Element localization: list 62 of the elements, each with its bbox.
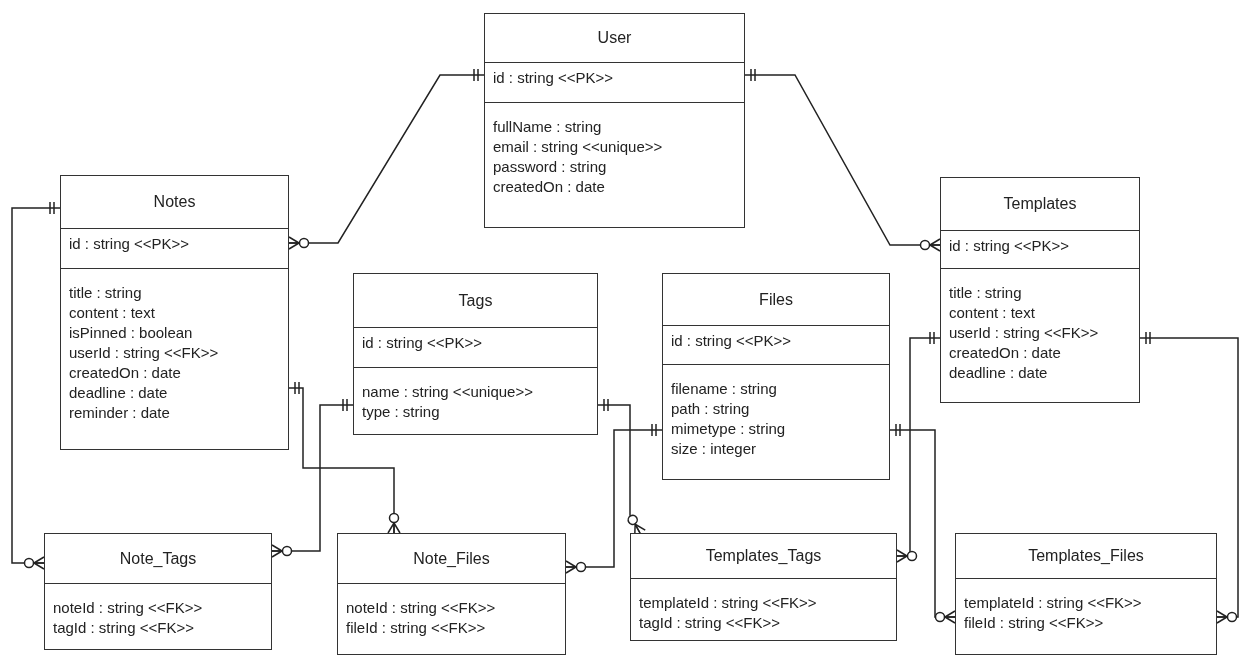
attribute-text: createdOn : date (493, 177, 605, 197)
entity-name: User (597, 29, 632, 47)
attribute-text: deadline : date (949, 363, 1048, 383)
attribute-text: password : string (493, 157, 607, 177)
relationship-line (11, 202, 61, 570)
primary-key-attribute: id : string <<PK>> (671, 332, 792, 349)
attribute-text: reminder : date (69, 403, 170, 423)
attribute-text: noteId : string <<FK>> (346, 598, 496, 618)
attribute-text: tagId : string <<FK>> (53, 618, 194, 638)
attribute-text: deadline : date (69, 383, 168, 403)
attribute-text: templateId : string <<FK>> (964, 593, 1142, 613)
entity-table (940, 177, 1140, 403)
entity-name: Note_Files (413, 549, 490, 568)
attribute-text: createdOn : date (949, 343, 1061, 363)
primary-key-attribute: id : string <<PK>> (362, 334, 483, 351)
attribute-text: name : string <<unique>> (362, 382, 533, 402)
relationship-line (896, 332, 941, 563)
attribute-text: userId : string <<FK>> (69, 343, 219, 363)
entity-name: Tags (458, 291, 493, 310)
entity-table (662, 273, 890, 480)
entity-table (337, 533, 566, 655)
attribute-text: content : text (949, 303, 1035, 323)
attribute-text: fileId : string <<FK>> (964, 613, 1104, 633)
attribute-text: createdOn : date (69, 363, 181, 383)
entity-table (484, 13, 745, 228)
relationship-line (744, 69, 941, 252)
entity-table (955, 533, 1217, 655)
attribute-text: fullName : string (493, 117, 602, 137)
attribute-text: filename : string (671, 379, 777, 399)
relationship-line (271, 399, 354, 558)
attribute-text: isPinned : boolean (69, 323, 193, 343)
attribute-text: fileId : string <<FK>> (346, 618, 486, 638)
relationship-line (889, 424, 956, 624)
relationship-line (288, 69, 485, 250)
attribute-text: path : string (671, 399, 750, 419)
attribute-text: title : string (949, 283, 1022, 303)
relationship-line (288, 382, 401, 534)
primary-key-attribute: id : string <<PK>> (949, 237, 1070, 254)
attribute-text: tagId : string <<FK>> (639, 613, 780, 633)
attribute-text: userId : string <<FK>> (949, 323, 1099, 343)
relationship-line (565, 424, 663, 574)
primary-key-attribute: id : string <<PK>> (69, 235, 190, 252)
entity-name: Templates_Files (1028, 547, 1144, 565)
entity-table (60, 175, 289, 450)
entity-table (44, 533, 272, 650)
entity-name: Templates (1003, 195, 1077, 213)
entity-name: Files (759, 290, 793, 309)
attribute-text: mimetype : string (671, 419, 786, 439)
attribute-text: noteId : string <<FK>> (53, 598, 203, 618)
attribute-text: size : integer (671, 439, 757, 459)
attribute-text: title : string (69, 283, 142, 303)
entity-table (630, 533, 897, 641)
entity-table (353, 273, 598, 435)
entity-name: Templates_Tags (705, 547, 822, 565)
attribute-text: templateId : string <<FK>> (639, 593, 817, 613)
attribute-text: type : string (362, 402, 440, 422)
relationship-line (1139, 332, 1239, 624)
entity-name: Note_Tags (119, 549, 197, 568)
primary-key-attribute: id : string <<PK>> (493, 69, 614, 86)
entity-name: Notes (153, 193, 196, 211)
attribute-text: content : text (69, 303, 155, 323)
attribute-text: email : string <<unique>> (493, 137, 663, 157)
